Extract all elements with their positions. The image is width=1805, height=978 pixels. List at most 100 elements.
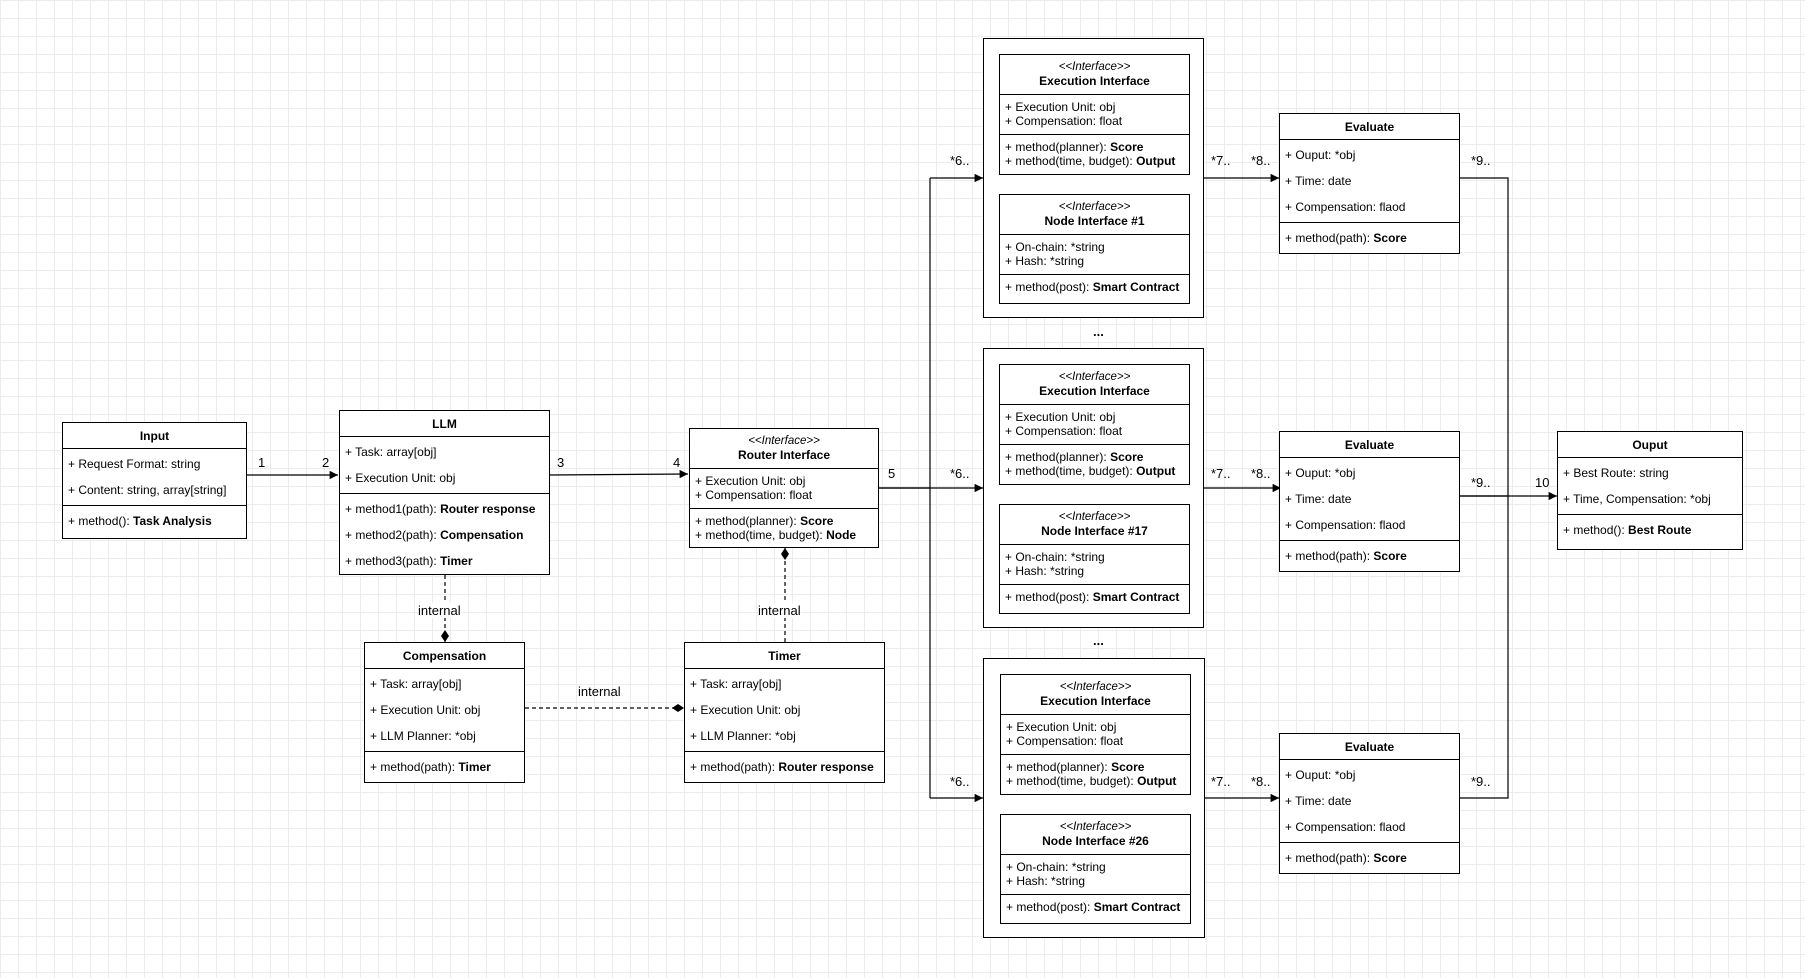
method: + method(post): Smart Contract bbox=[1006, 900, 1181, 914]
ellipsis-2: ... bbox=[1093, 633, 1104, 648]
edge-label-7-mid: *7.. bbox=[1211, 466, 1231, 481]
class-execution-interface-2[interactable]: <<Interface>>Execution Interface + Execu… bbox=[999, 364, 1190, 485]
class-llm[interactable]: LLM + Task: array[obj] + Execution Unit:… bbox=[339, 410, 550, 575]
class-node-interface-1[interactable]: <<Interface>>Node Interface #1 + On-chai… bbox=[999, 194, 1190, 304]
attribute: + Compensation: flaod bbox=[1285, 200, 1406, 214]
method: + method(path): Timer bbox=[370, 760, 491, 774]
methods: + method(): Task Analysis bbox=[63, 505, 246, 536]
method: + method(): Task Analysis bbox=[68, 514, 212, 528]
attribute: + LLM Planner: *obj bbox=[370, 729, 476, 743]
methods: + method(planner): Score + method(time, … bbox=[690, 508, 878, 544]
class-output[interactable]: Ouput + Best Route: string + Time, Compe… bbox=[1557, 431, 1743, 550]
class-router-interface[interactable]: <<Interface>>Router Interface + Executio… bbox=[689, 428, 879, 548]
methods: + method(path): Score bbox=[1280, 842, 1459, 873]
attribute: + Best Route: string bbox=[1563, 466, 1669, 480]
edge-label-5: 5 bbox=[888, 466, 896, 481]
class-input[interactable]: Input + Request Format: string + Content… bbox=[62, 422, 247, 539]
attribute: + Execution Unit: obj bbox=[345, 471, 456, 485]
edge-label-8-mid: *8.. bbox=[1251, 466, 1271, 481]
attribute: + On-chain: *string bbox=[1005, 240, 1105, 254]
method: + method3(path): Timer bbox=[345, 554, 473, 568]
edge-label-8-top: *8.. bbox=[1251, 153, 1271, 168]
class-node-interface-17[interactable]: <<Interface>>Node Interface #17 + On-cha… bbox=[999, 504, 1190, 614]
method: + method(path): Score bbox=[1285, 549, 1407, 563]
class-header: Timer bbox=[685, 643, 884, 669]
attributes: + Execution Unit: obj + Compensation: fl… bbox=[1001, 715, 1190, 754]
edge-label-9-bottom: *9.. bbox=[1471, 774, 1491, 789]
methods: + method(): Best Route bbox=[1558, 514, 1742, 545]
attribute: + Ouput: *obj bbox=[1285, 466, 1356, 480]
attribute: + Compensation: flaod bbox=[1285, 820, 1406, 834]
method: + method2(path): Compensation bbox=[345, 528, 524, 542]
methods: + method(planner): Score + method(time, … bbox=[1000, 134, 1189, 170]
edge-label-3: 3 bbox=[557, 455, 565, 470]
class-execution-interface-3[interactable]: <<Interface>>Execution Interface + Execu… bbox=[1000, 674, 1191, 795]
method: + method1(path): Router response bbox=[345, 502, 536, 516]
attributes: + Task: array[obj] + Execution Unit: obj… bbox=[365, 669, 524, 751]
attribute: + Compensation: float bbox=[1005, 424, 1123, 438]
attribute: + Time: date bbox=[1285, 492, 1352, 506]
attribute: + Compensation: float bbox=[1005, 114, 1123, 128]
attribute: + Task: array[obj] bbox=[370, 677, 462, 691]
class-header: <<Interface>>Execution Interface bbox=[1001, 675, 1190, 715]
edge-label-internal-timer: internal bbox=[758, 603, 801, 618]
attributes: + On-chain: *string + Hash: *string bbox=[1000, 235, 1189, 274]
attribute: + Task: array[obj] bbox=[690, 677, 782, 691]
attribute: + Request Format: string bbox=[68, 457, 201, 471]
attributes: + Ouput: *obj + Time: date + Compensatio… bbox=[1280, 458, 1459, 540]
method: + method(planner): Score bbox=[1006, 760, 1145, 774]
attribute: + On-chain: *string bbox=[1005, 550, 1105, 564]
attributes: + Task: array[obj] + Execution Unit: obj bbox=[340, 437, 549, 493]
attributes: + On-chain: *string + Hash: *string bbox=[1001, 855, 1190, 894]
edge-label-8-bottom: *8.. bbox=[1251, 774, 1271, 789]
method: + method(time, budget): Output bbox=[1006, 774, 1177, 788]
ellipsis-1: ... bbox=[1093, 324, 1104, 339]
class-timer[interactable]: Timer + Task: array[obj] + Execution Uni… bbox=[684, 642, 885, 783]
methods: + method(path): Score bbox=[1280, 540, 1459, 571]
attribute: + Time, Compensation: *obj bbox=[1563, 492, 1711, 506]
class-evaluate-2[interactable]: Evaluate + Ouput: *obj + Time: date + Co… bbox=[1279, 431, 1460, 572]
methods: + method1(path): Router response + metho… bbox=[340, 493, 549, 576]
methods: + method(post): Smart Contract bbox=[1000, 274, 1189, 296]
methods: + method(path): Router response bbox=[685, 751, 884, 782]
edge-router-fanout bbox=[879, 178, 931, 798]
attribute: + Ouput: *obj bbox=[1285, 768, 1356, 782]
class-compensation[interactable]: Compensation + Task: array[obj] + Execut… bbox=[364, 642, 525, 783]
class-evaluate-1[interactable]: Evaluate + Ouput: *obj + Time: date + Co… bbox=[1279, 113, 1460, 254]
attribute: + Hash: *string bbox=[1005, 254, 1085, 268]
class-header: LLM bbox=[340, 411, 549, 437]
edge-label-6-top: *6.. bbox=[950, 153, 970, 168]
method: + method(time, budget): Output bbox=[1005, 464, 1176, 478]
attribute: + Execution Unit: obj bbox=[1005, 410, 1116, 424]
methods: + method(planner): Score + method(time, … bbox=[1001, 754, 1190, 790]
class-header: Evaluate bbox=[1280, 432, 1459, 458]
edge-label-1: 1 bbox=[258, 455, 266, 470]
attribute: + Execution Unit: obj bbox=[690, 703, 801, 717]
attributes: + Execution Unit: obj + Compensation: fl… bbox=[690, 469, 878, 508]
method: + method(time, budget): Node bbox=[695, 528, 857, 542]
edge-label-7-bottom: *7.. bbox=[1211, 774, 1231, 789]
class-header: <<Interface>>Node Interface #1 bbox=[1000, 195, 1189, 235]
class-header: <<Interface>>Router Interface bbox=[690, 429, 878, 469]
edge-label-9-top: *9.. bbox=[1471, 153, 1491, 168]
attribute: + Content: string, array[string] bbox=[68, 483, 227, 497]
class-header: <<Interface>>Node Interface #17 bbox=[1000, 505, 1189, 545]
methods: + method(path): Score bbox=[1280, 222, 1459, 253]
edge-label-10: 10 bbox=[1535, 475, 1550, 490]
edge-label-2: 2 bbox=[322, 455, 330, 470]
method: + method(time, budget): Output bbox=[1005, 154, 1176, 168]
class-header: Ouput bbox=[1558, 432, 1742, 458]
class-node-interface-26[interactable]: <<Interface>>Node Interface #26 + On-cha… bbox=[1000, 814, 1191, 924]
edge-label-internal-llm: internal bbox=[418, 603, 461, 618]
class-header: Evaluate bbox=[1280, 114, 1459, 140]
attributes: + Task: array[obj] + Execution Unit: obj… bbox=[685, 669, 884, 751]
attributes: + Execution Unit: obj + Compensation: fl… bbox=[1000, 405, 1189, 444]
class-execution-interface-1[interactable]: <<Interface>>Execution Interface + Execu… bbox=[999, 54, 1190, 175]
class-header: <<Interface>>Node Interface #26 bbox=[1001, 815, 1190, 855]
attribute: + Task: array[obj] bbox=[345, 445, 437, 459]
attribute: + LLM Planner: *obj bbox=[690, 729, 796, 743]
methods: + method(post): Smart Contract bbox=[1001, 894, 1190, 916]
attribute: + Compensation: flaod bbox=[1285, 518, 1406, 532]
attribute: + Hash: *string bbox=[1005, 564, 1085, 578]
class-evaluate-3[interactable]: Evaluate + Ouput: *obj + Time: date + Co… bbox=[1279, 733, 1460, 874]
